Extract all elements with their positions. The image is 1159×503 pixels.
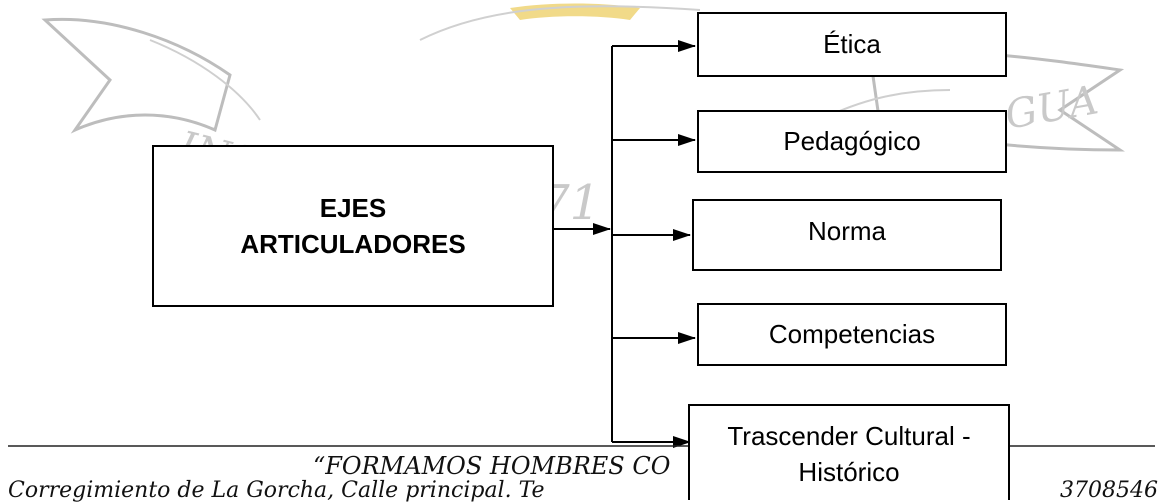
main-node-line1: EJES [319, 192, 387, 223]
branch-pedagogico-label: Pedagógico [783, 125, 921, 156]
watermark-ribbon-left [41, 17, 232, 134]
main-node-line2: ARTICULADORES [240, 229, 466, 259]
watermark-top-arc [419, 5, 701, 41]
watermark-ribbon-left-inner [149, 39, 261, 121]
branch-trascender-label: Trascender Cultural - Histórico [727, 421, 971, 488]
footer-motto: “FORMAMOS HOMBRES CO [313, 452, 671, 480]
branch-pedagogico: Pedagógico [697, 110, 1007, 173]
branch-norma: Norma [692, 199, 1002, 271]
branch-trascender: Trascender Cultural - Histórico [688, 404, 1010, 500]
main-node: EJES ARTICULADORES [152, 145, 554, 307]
branch-etica: Ética [697, 12, 1007, 77]
branch-norma-label: Norma [807, 216, 886, 246]
footer-address: Corregimiento de La Gorcha, Calle princi… [8, 478, 545, 503]
branch-competencias-label: Competencias [768, 318, 936, 349]
branch-competencias: Competencias [697, 303, 1007, 366]
watermark-accent [510, 3, 640, 20]
branch-etica-label: Ética [823, 28, 881, 59]
footer-address-right: 3708546 [1060, 478, 1158, 503]
